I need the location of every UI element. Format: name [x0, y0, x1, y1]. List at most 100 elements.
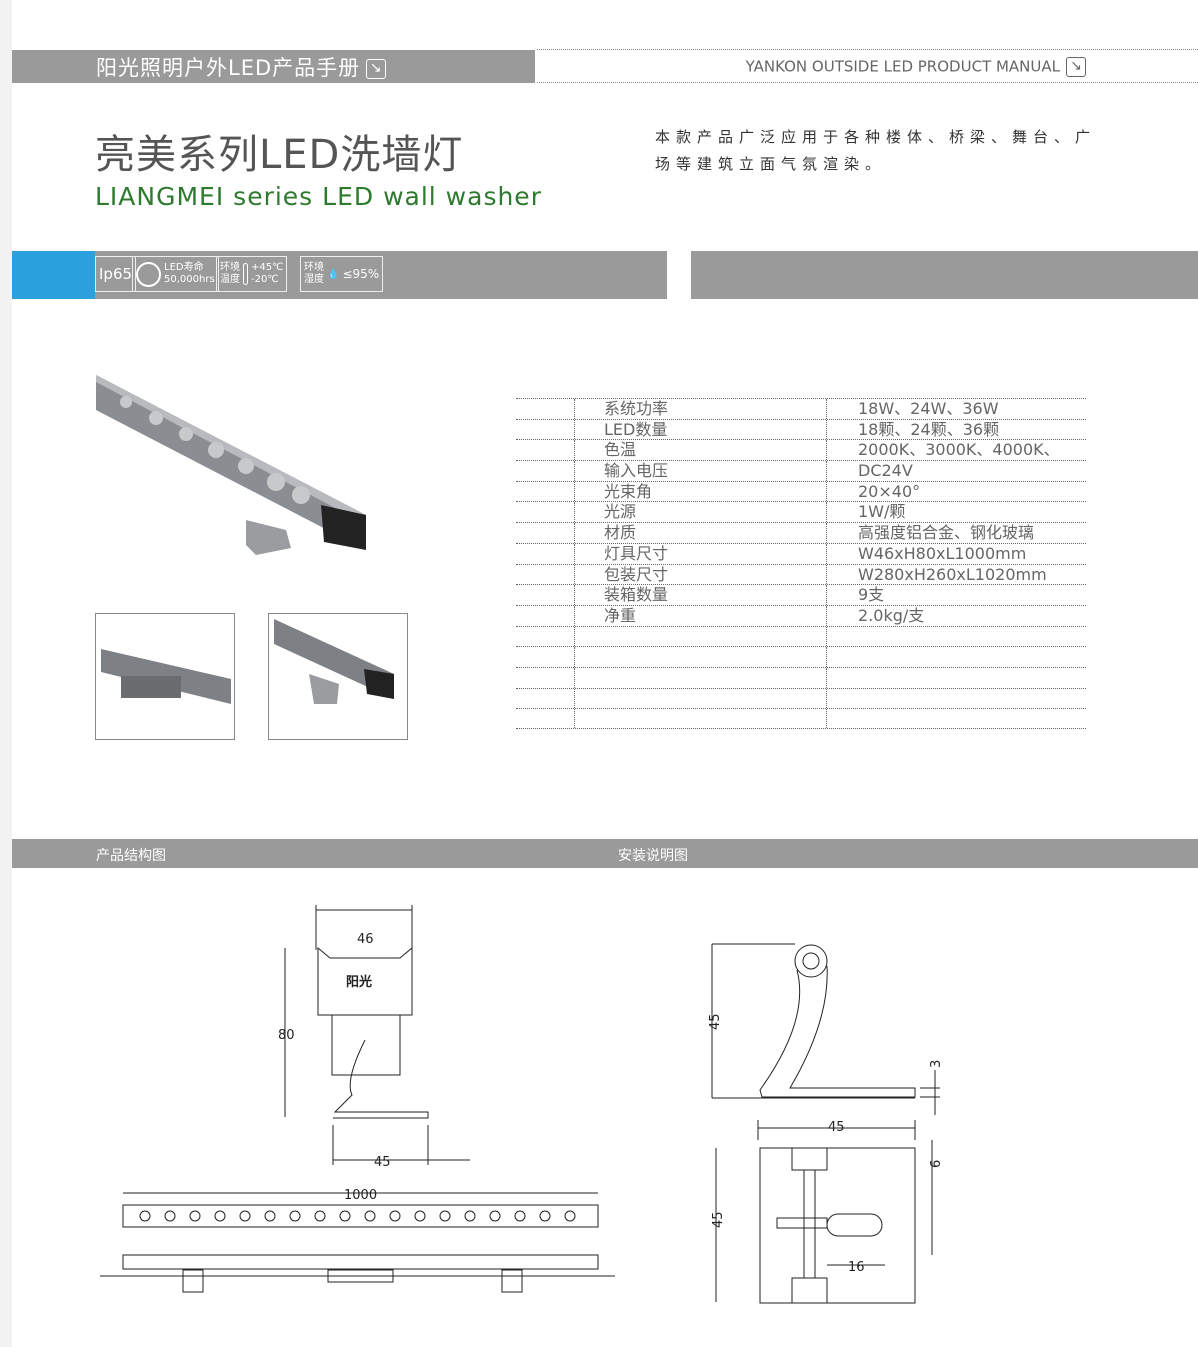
temperature-badge: 环境温度+45℃-20℃: [216, 256, 288, 292]
spec-key: 系统功率: [575, 399, 827, 419]
spec-row: [516, 646, 1086, 667]
spec-spacer: [516, 399, 575, 419]
dim-bracket-height: 45: [708, 1013, 723, 1030]
header-right: YANKON OUTSIDE LED PRODUCT MANUAL↘: [537, 49, 1198, 83]
spec-key: 输入电压: [575, 461, 827, 481]
life-value: 50,000hrs: [164, 274, 215, 285]
accent-block: [12, 251, 95, 299]
spec-key: 包装尺寸: [575, 564, 827, 585]
product-title: 亮美系列LED洗墙灯: [95, 132, 464, 178]
spec-spacer: [516, 667, 575, 688]
spec-spacer: [516, 502, 575, 523]
led-dot: [264, 1210, 276, 1222]
led-dot: [139, 1210, 151, 1222]
spec-value: 2.0kg/支: [858, 605, 925, 625]
humidity-badge: 环境湿度💧≤95%: [300, 256, 384, 292]
spec-key: [575, 709, 827, 728]
led-dot: [189, 1210, 201, 1222]
dim-height: 80: [278, 1028, 295, 1043]
dim-bracket-width: 45: [828, 1120, 845, 1135]
header-left: 阳光照明户外LED产品手册↘: [12, 50, 535, 83]
led-dot: [464, 1210, 476, 1222]
spec-spacer: [516, 688, 575, 709]
led-dot: [389, 1210, 401, 1222]
spec-row: [516, 625, 1086, 647]
spec-key: [575, 647, 827, 667]
spec-key: [575, 688, 827, 709]
spec-key: 光束角: [575, 481, 827, 502]
ip-rating: Ip65: [99, 265, 133, 283]
led-dot: [539, 1210, 551, 1222]
thumbnail-side[interactable]: [95, 613, 235, 740]
spec-value: 1W/颗: [858, 502, 906, 522]
spec-value: [827, 627, 858, 647]
spec-value: 20×40°: [858, 481, 921, 501]
spec-value: W46xH80xL1000mm: [858, 543, 1027, 563]
temp-low: -20℃: [251, 274, 279, 285]
product-description: 本款产品广泛应用于各种楼体、桥梁、舞台、广场等建筑立面气氛渲染。: [655, 128, 1097, 173]
feature-band-right: [691, 251, 1198, 299]
spec-spacer: [516, 564, 575, 585]
section-bar: 产品结构图 安装说明图: [12, 839, 1198, 868]
dim-base: 45: [374, 1155, 391, 1170]
brand-logo-text: 阳光: [346, 974, 372, 990]
spec-key: 净重: [575, 605, 827, 626]
spec-spacer: [516, 523, 575, 543]
spec-spacer: [516, 585, 575, 605]
spec-row: [516, 666, 1086, 688]
led-dot: [239, 1210, 251, 1222]
spec-value: [827, 689, 858, 709]
spec-spacer: [516, 647, 575, 667]
spec-spacer: [516, 419, 575, 440]
temp-label: 环境: [220, 262, 240, 273]
spec-row: [516, 708, 1086, 729]
dim-bracket-thickness: 3: [929, 1060, 944, 1068]
product-subtitle: LIANGMEI series LED wall washer: [95, 182, 542, 211]
spec-row: 净重 2.0kg/支: [516, 604, 1086, 626]
spec-spacer: [516, 440, 575, 461]
spec-row: 光源 1W/颗: [516, 501, 1086, 523]
spec-spacer: [516, 709, 575, 728]
spec-row: [516, 687, 1086, 709]
thermometer-icon: [243, 263, 248, 285]
thumbnail-angle[interactable]: [268, 613, 408, 740]
manual-title-en: YANKON OUTSIDE LED PRODUCT MANUAL: [745, 57, 1060, 76]
temp-high: +45℃: [251, 262, 284, 273]
spec-value: 9支: [858, 585, 885, 605]
install-heading: 安装说明图: [618, 848, 688, 864]
spec-value: [827, 647, 858, 667]
led-dot: [314, 1210, 326, 1222]
spec-key: [575, 667, 827, 688]
life-label: LED寿命: [164, 262, 204, 273]
spec-value: [827, 709, 858, 728]
structure-heading: 产品结构图: [96, 848, 166, 864]
led-dot: [289, 1210, 301, 1222]
led-dot: [439, 1210, 451, 1222]
spec-spacer: [516, 543, 575, 564]
spec-value: 2000K、3000K、4000K、: [858, 440, 1060, 460]
product-image: [96, 375, 366, 555]
spec-value: [827, 668, 858, 688]
hum-label: 环境: [304, 262, 324, 273]
structure-drawing: [100, 905, 615, 1293]
dim-length: 1000: [344, 1188, 377, 1203]
structure-labels: 46 80 45 1000 阳光: [278, 932, 391, 1203]
led-dot: [564, 1210, 576, 1222]
spec-row: 材质高强度铝合金、钢化玻璃: [516, 522, 1086, 543]
spec-spacer: [516, 605, 575, 626]
page-margin: [0, 0, 12, 1347]
spec-value: 高强度铝合金、钢化玻璃: [858, 523, 1035, 543]
ip-badge: Ip65: [95, 256, 137, 292]
led-dot: [164, 1210, 176, 1222]
spec-row: 光束角 20×40°: [516, 480, 1086, 502]
droplet-icon: 💧: [327, 268, 340, 280]
led-dot: [214, 1210, 226, 1222]
spec-key: 光源: [575, 502, 827, 523]
spec-key: 色温: [575, 440, 827, 461]
